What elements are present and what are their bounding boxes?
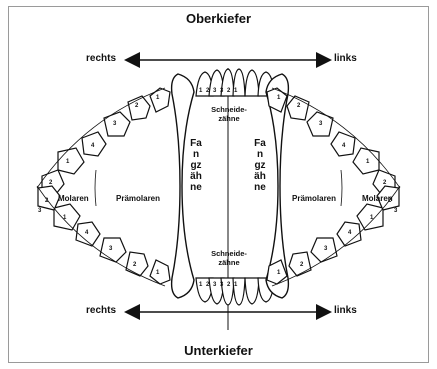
tooth-number: 4 bbox=[85, 230, 88, 236]
direction-label-top-left: rechts bbox=[86, 53, 116, 64]
tooth-number: 4 bbox=[91, 143, 94, 149]
tooth-number: 3 bbox=[38, 208, 41, 214]
tooth-number: 2 bbox=[45, 198, 48, 204]
tooth-number: 2 bbox=[300, 262, 303, 268]
lower-jaw-title: Unterkiefer bbox=[0, 343, 437, 358]
molars-left-label: Molaren bbox=[58, 194, 89, 203]
direction-label-bottom-right: links bbox=[334, 305, 357, 316]
premolars-left-label: Prämolaren bbox=[116, 194, 160, 203]
tooth-number: 3 bbox=[319, 121, 322, 127]
direction-label-top-right: links bbox=[334, 53, 357, 64]
upper-right-teeth bbox=[42, 88, 170, 194]
tooth-number: 2 bbox=[49, 180, 52, 186]
tooth-number: 4 bbox=[342, 143, 345, 149]
tooth-number: 2 bbox=[388, 198, 391, 204]
tooth-number: 1 bbox=[277, 270, 280, 276]
canines-right-label: Fangzähne bbox=[254, 138, 266, 193]
tooth-number: 1 bbox=[277, 95, 280, 101]
direction-label-bottom-left: rechts bbox=[86, 305, 116, 316]
tooth-number: 2 bbox=[383, 180, 386, 186]
tooth-number: 3 bbox=[324, 246, 327, 252]
tooth-number: 1 bbox=[156, 270, 159, 276]
tooth-number: 3 bbox=[113, 121, 116, 127]
tooth-number: 2 bbox=[135, 103, 138, 109]
tooth-number: 1 bbox=[366, 159, 369, 165]
tooth-number: 2 bbox=[133, 262, 136, 268]
canines-left-label: Fangzähne bbox=[190, 138, 202, 193]
lower-incisor-numbers: 1 2 3 3 2 1 bbox=[199, 282, 238, 288]
tooth-number: 2 bbox=[297, 103, 300, 109]
upper-incisors-label: Schneide- zähne bbox=[202, 106, 256, 123]
lower-incisors-label: Schneide- zähne bbox=[202, 250, 256, 267]
tooth-number: 4 bbox=[348, 230, 351, 236]
tooth-number: 3 bbox=[109, 246, 112, 252]
tooth-number: 1 bbox=[156, 95, 159, 101]
upper-incisor-numbers: 1 2 3 3 2 1 bbox=[199, 88, 238, 94]
tooth-number: 3 bbox=[394, 208, 397, 214]
tooth-number: 1 bbox=[370, 215, 373, 221]
tooth-number: 1 bbox=[63, 215, 66, 221]
premolars-right-label: Prämolaren bbox=[292, 194, 336, 203]
upper-jaw-title: Oberkiefer bbox=[0, 11, 437, 26]
tooth-number: 1 bbox=[66, 159, 69, 165]
